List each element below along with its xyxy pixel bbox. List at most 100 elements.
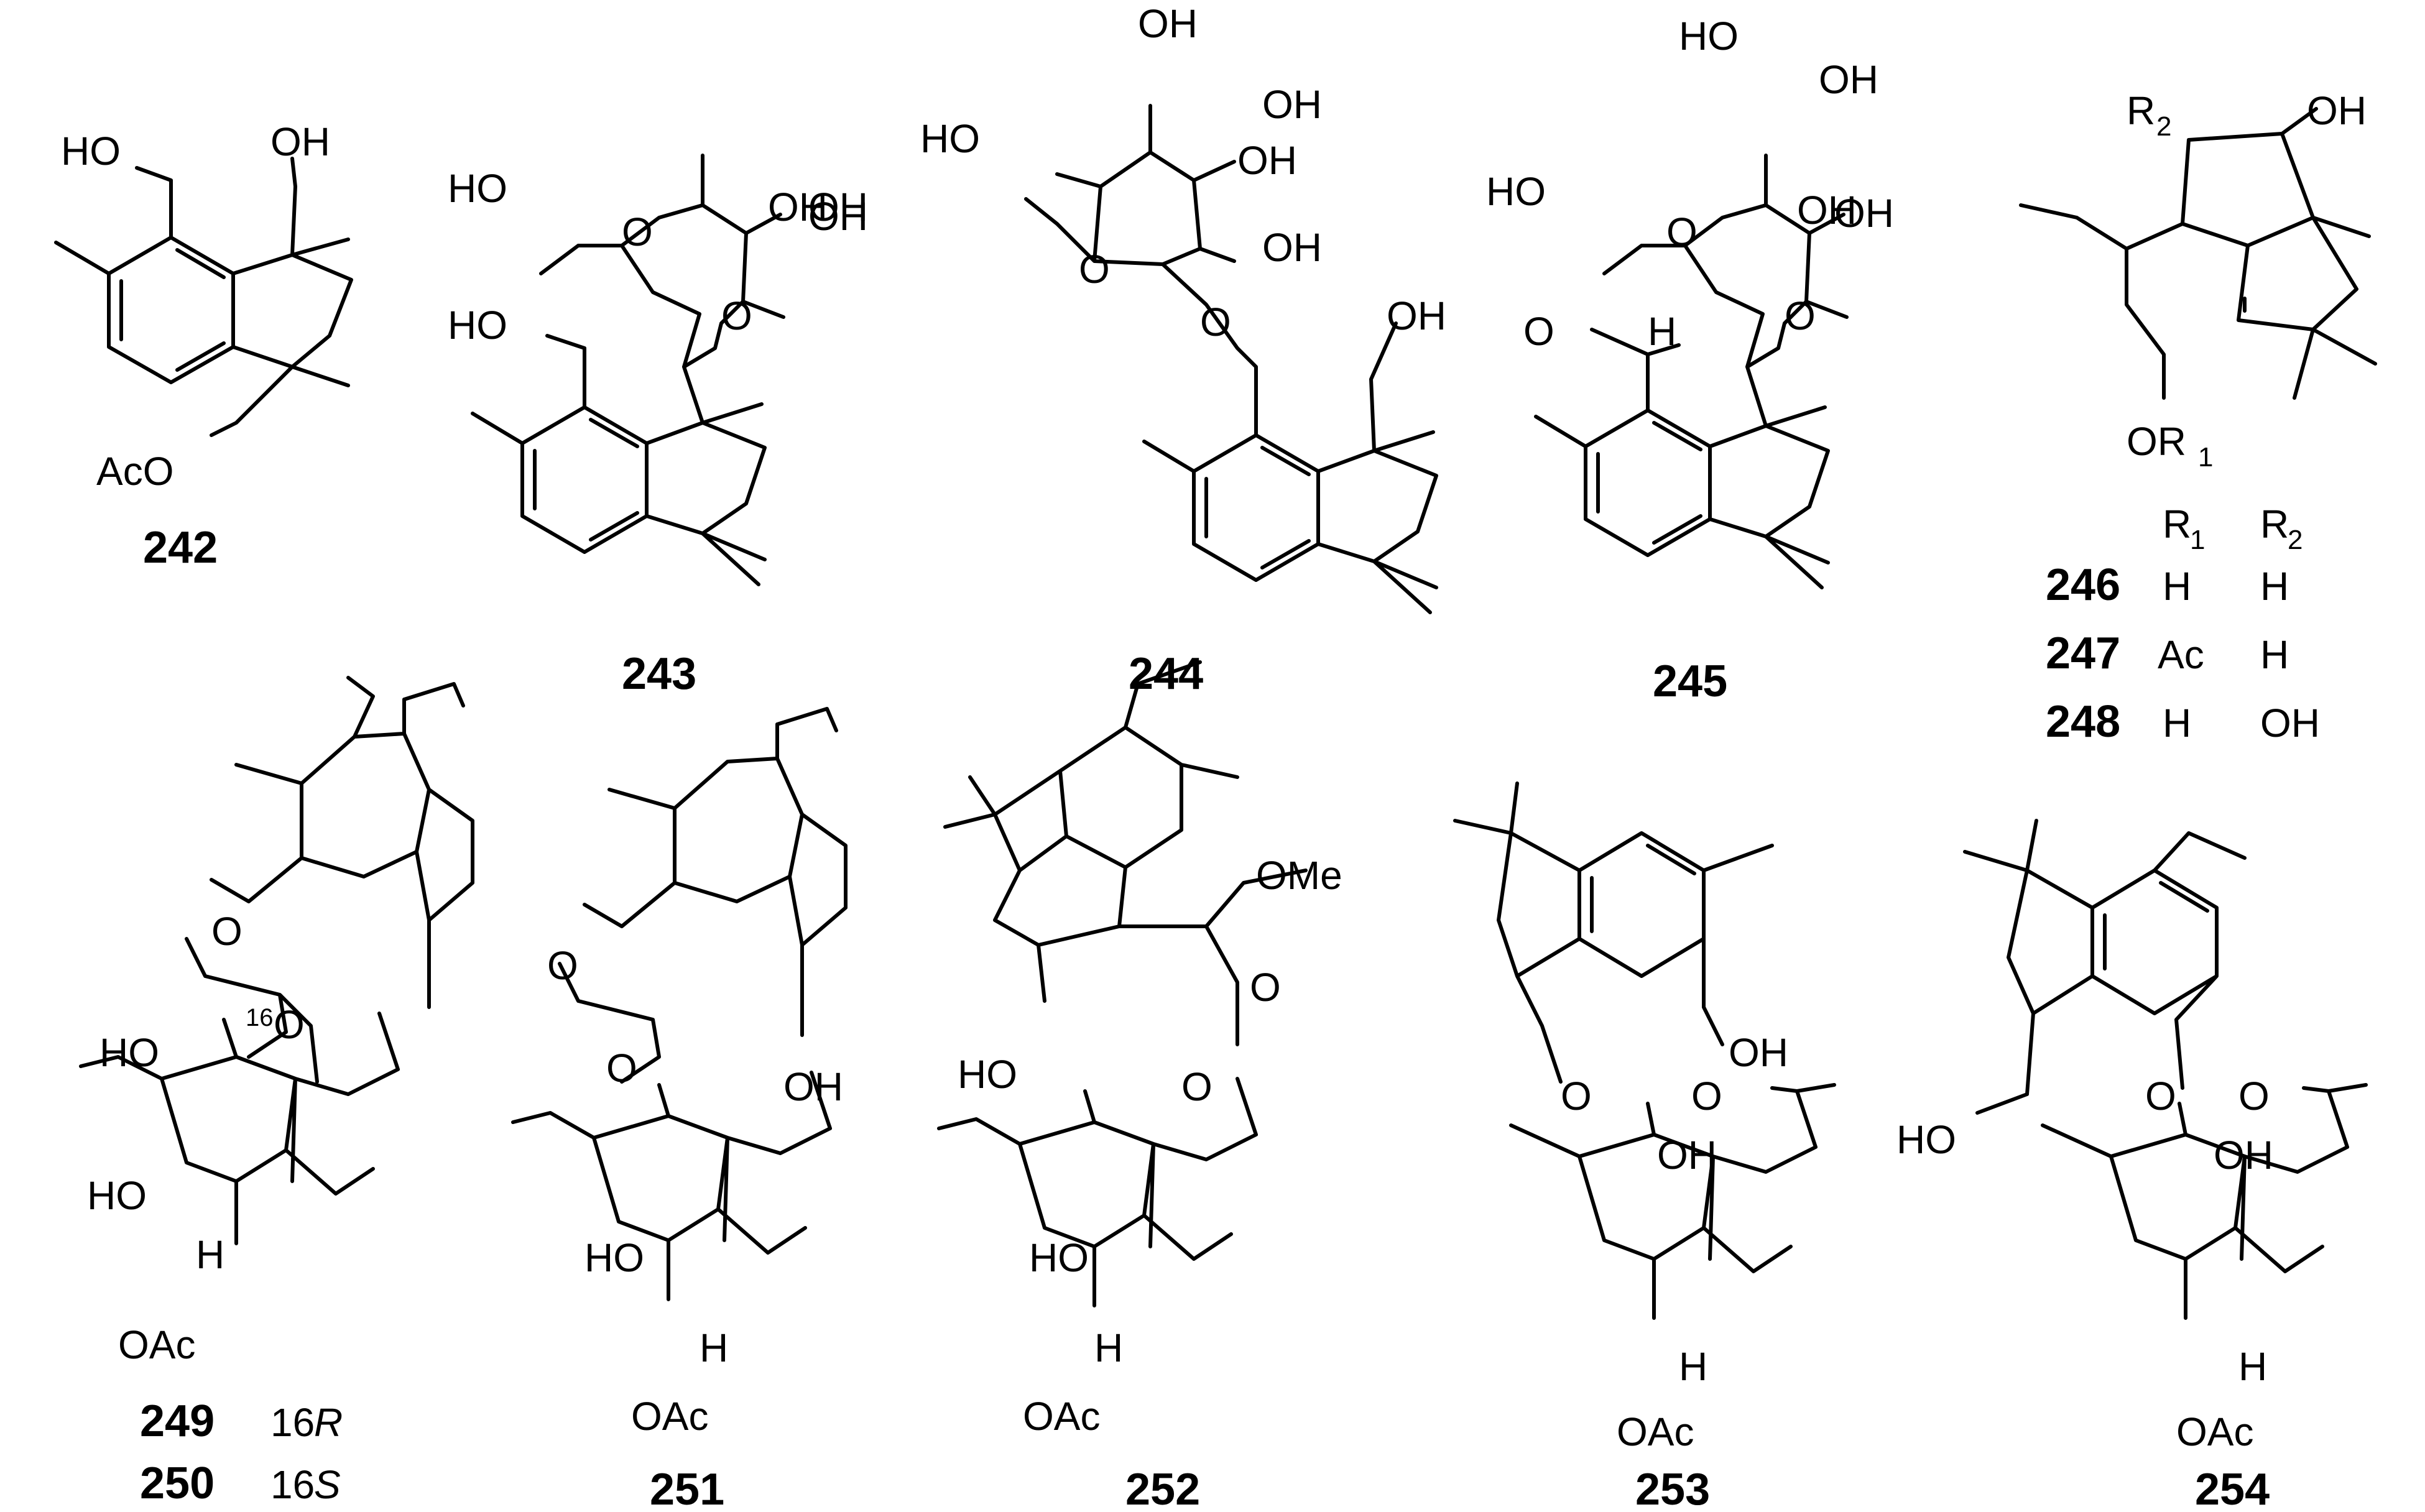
stereo-locant: 16	[270, 1462, 315, 1507]
label-o-right: O	[1691, 1074, 1722, 1118]
compound-number: 250	[140, 1459, 215, 1508]
label-oh: OH	[1262, 82, 1322, 127]
header-r1: R	[2163, 502, 2191, 546]
label-ho: HO	[1679, 14, 1739, 58]
label-ho-mid: HO	[1029, 1235, 1089, 1280]
compound-242: HO OH AcO 242	[54, 119, 353, 573]
label-oac: OAc	[2176, 1409, 2253, 1454]
compound-252-core	[937, 1077, 1258, 1307]
label-glycosidic-o: O	[1200, 300, 1231, 344]
table-row-r1: H	[2163, 564, 2191, 609]
compound-number: 254	[2195, 1465, 2270, 1512]
label-oh-top: OH	[808, 185, 868, 229]
label-ome: OMe	[1256, 853, 1342, 898]
compound-number: 243	[622, 649, 696, 699]
stereo-locant: 16	[270, 1400, 315, 1445]
label-oh: OH	[270, 119, 330, 164]
label-glycosidic-o: O	[1785, 293, 1816, 338]
compound-252: OMe O O HO HO H OAc 252	[937, 660, 1342, 1512]
label-oh: OH	[1387, 293, 1446, 338]
compound-number: 253	[1635, 1465, 1710, 1512]
label-oh: OH	[808, 194, 868, 239]
label-ho-top: HO	[958, 1052, 1017, 1097]
label-aldehyde-h: H	[1648, 309, 1676, 354]
compound-253-bonds	[1453, 781, 1774, 1084]
header-r2-subscript: 2	[2288, 525, 2303, 555]
label-oh: OH	[1834, 191, 1894, 236]
stereo-descriptor: S	[314, 1462, 341, 1507]
compound-243-bonds	[471, 154, 785, 586]
label-oac: OAc	[118, 1322, 195, 1367]
compound-number: 245	[1653, 657, 1727, 706]
compound-243: HO OH OH OH HO O O 243	[448, 154, 868, 699]
label-ring-o: O	[1250, 965, 1281, 1010]
label-ho-top: HO	[99, 1030, 159, 1075]
compound-242-bonds	[54, 157, 353, 437]
label-ho: HO	[920, 116, 980, 161]
label-o-left: O	[2145, 1074, 2176, 1118]
compound-249-bonds	[185, 676, 474, 1084]
label-ring-o: O	[1079, 247, 1110, 292]
label-oh: OH	[2307, 88, 2367, 133]
stereo-descriptor: R	[314, 1400, 343, 1445]
label-or: OR	[2127, 419, 2186, 464]
compound-246-248: R 2 OH OR 1 R 1 R 2 246 H H 247 Ac H 248…	[2019, 88, 2377, 747]
compound-number: 251	[650, 1465, 724, 1512]
label-r: R	[2127, 88, 2155, 133]
table-row-r2: H	[2260, 564, 2289, 609]
table-row-r1: Ac	[2158, 632, 2204, 677]
label-oh: OH	[2214, 1133, 2273, 1178]
compound-253-core	[1509, 1083, 1836, 1320]
label-h: H	[1679, 1344, 1707, 1389]
label-glycosidic-o: O	[606, 1046, 637, 1090]
label-ring-o: O	[1666, 210, 1698, 254]
label-ho-mid: HO	[87, 1173, 147, 1218]
compound-number: 242	[143, 523, 218, 573]
label-glycosidic-o: O	[721, 293, 752, 338]
table-row-r2: H	[2260, 632, 2289, 677]
label-oh: OH	[768, 185, 828, 229]
label-oh-ring: OH	[1797, 188, 1857, 233]
label-h: H	[2238, 1344, 2267, 1389]
compound-254-bonds	[1963, 819, 2247, 1115]
compound-246-bonds	[2019, 107, 2377, 400]
label-oh: OH	[1819, 57, 1878, 102]
label-oh: OH	[1237, 138, 1297, 183]
label-o-right: O	[2238, 1074, 2270, 1118]
label-ho: HO	[448, 166, 507, 211]
table-row-compound: 247	[2046, 629, 2120, 678]
label-h: H	[196, 1232, 224, 1277]
compound-249-core	[79, 1012, 400, 1245]
label-glycosidic-o: O	[274, 1002, 305, 1047]
compound-254-core	[2041, 1083, 2368, 1320]
label-oh: OH	[1262, 225, 1322, 270]
compound-252-bonds	[943, 660, 1308, 1046]
compound-number: 252	[1125, 1465, 1200, 1512]
table-row-compound: 246	[2046, 560, 2120, 610]
compound-244: OH OH OH OH HO O O OH 244	[920, 1, 1446, 699]
label-oac: OAc	[631, 1394, 708, 1439]
header-r1-subscript: 1	[2190, 525, 2205, 555]
compound-number: 249	[140, 1396, 215, 1446]
label-locant-16: 16	[246, 1004, 274, 1031]
label-ring-o: O	[547, 943, 578, 988]
label-ho: HO	[61, 129, 121, 173]
compound-245-bonds	[1534, 154, 1849, 589]
table-row-r2: OH	[2260, 701, 2320, 745]
label-oh-primary: OH	[1729, 1030, 1788, 1075]
label-ho-left: HO	[1486, 169, 1546, 214]
label-ho: HO	[1896, 1117, 1956, 1162]
compound-253: OH O O OH H OAc 253	[1453, 781, 1836, 1512]
label-ring-o: O	[622, 210, 653, 254]
label-oh: OH	[1657, 1133, 1717, 1178]
label-oh: OH	[783, 1064, 843, 1109]
label-or-subscript: 1	[2198, 442, 2213, 472]
table-row-r1: H	[2163, 701, 2191, 745]
label-ho-left: HO	[448, 303, 507, 348]
label-oac: OAc	[1617, 1409, 1694, 1454]
substituent-table: R 1 R 2 246 H H 247 Ac H 248 H OH	[2046, 502, 2320, 747]
label-oac: OAc	[1023, 1394, 1100, 1439]
compound-251: O O OH HO H OAc 251	[511, 707, 848, 1512]
compound-254: HO O O OH H OAc 254	[1896, 819, 2368, 1512]
